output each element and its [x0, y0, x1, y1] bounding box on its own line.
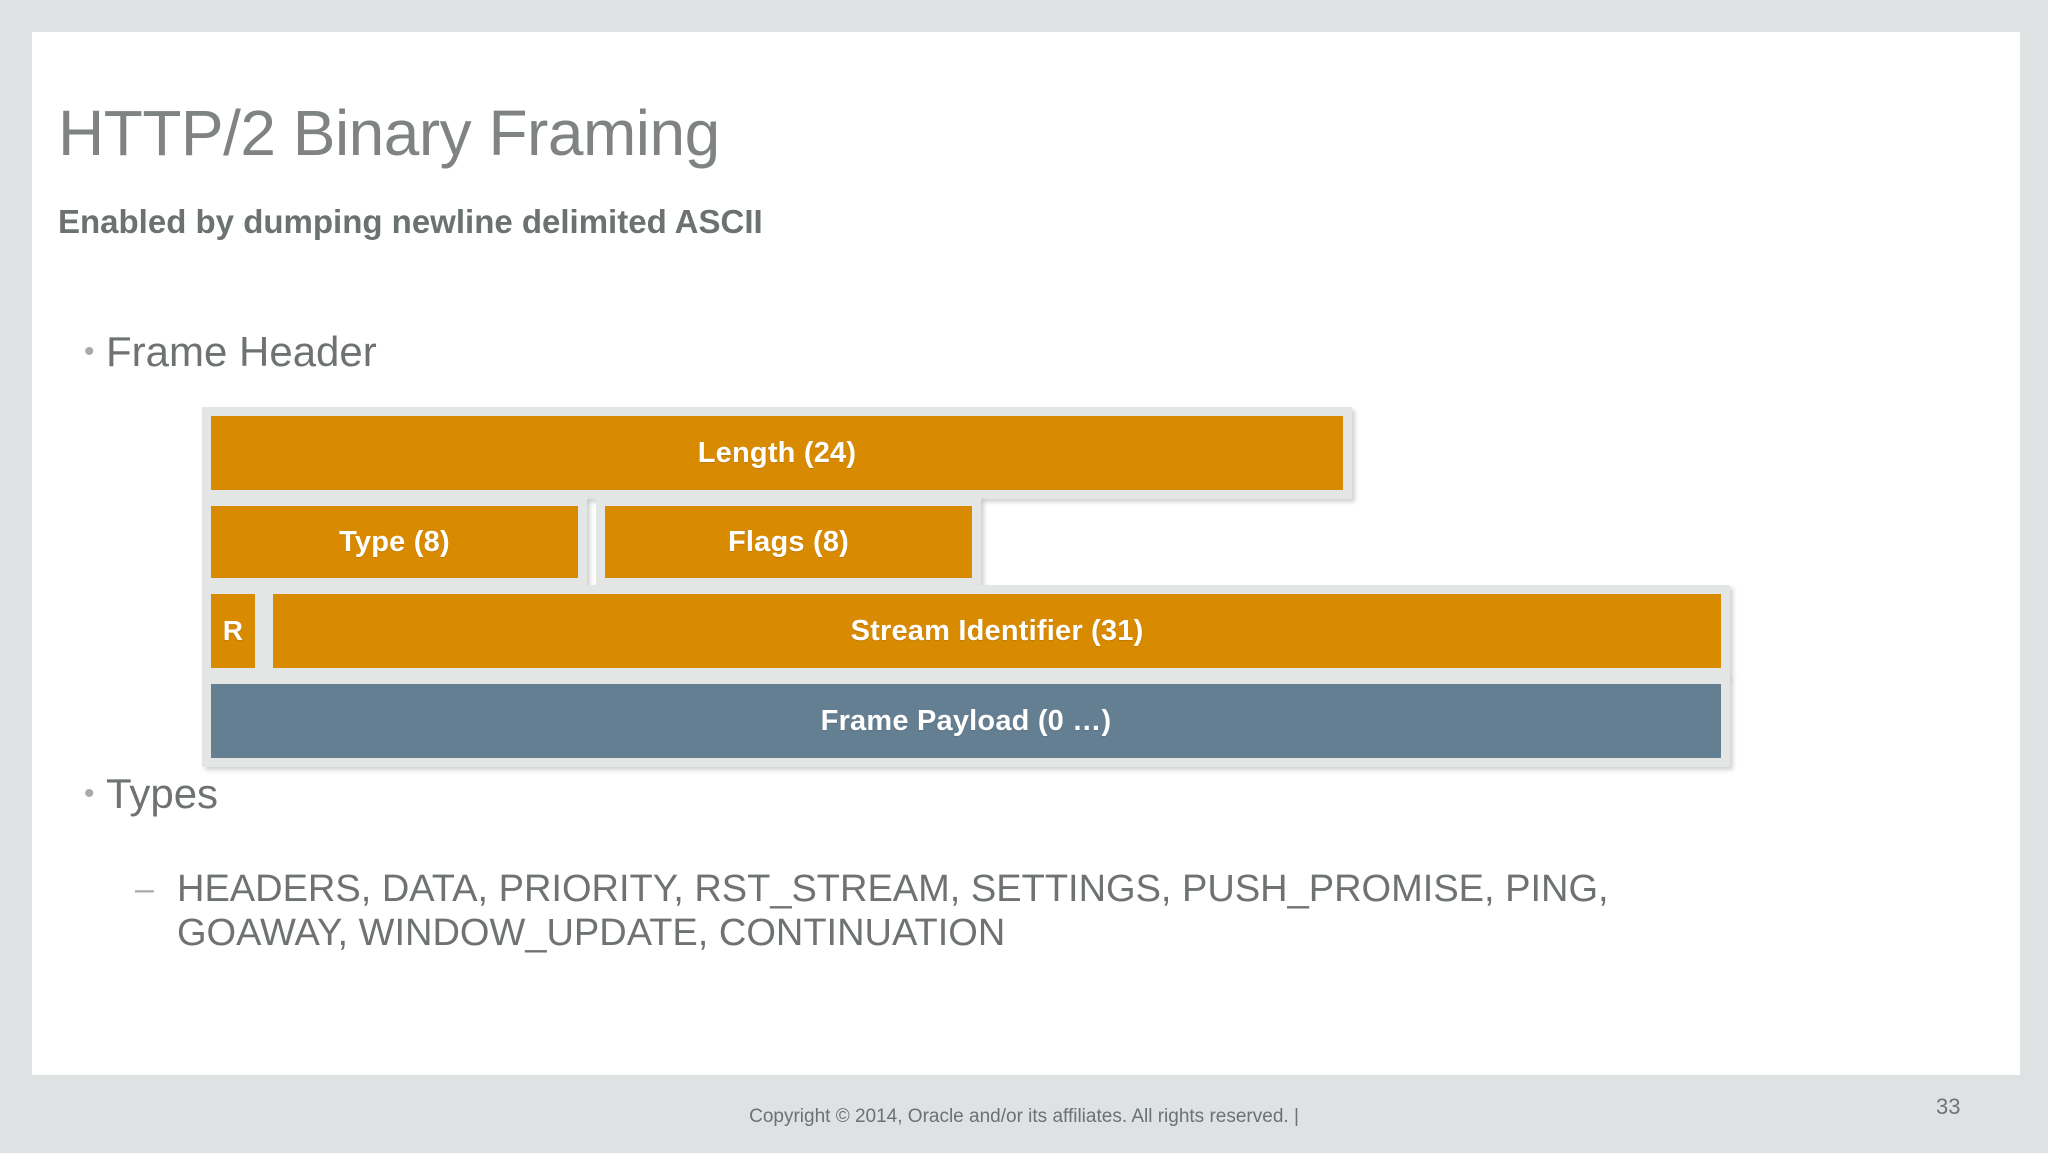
- bullet-frame-header: • Frame Header: [84, 325, 377, 376]
- frame-field-stream-identifier[interactable]: Stream Identifier (31): [264, 585, 1730, 677]
- dash-marker-icon: –: [135, 870, 154, 908]
- page-title: HTTP/2 Binary Framing: [58, 97, 720, 169]
- frame-field-payload-label: Frame Payload (0 …): [820, 704, 1112, 737]
- page-subtitle: Enabled by dumping newline delimited ASC…: [58, 203, 763, 240]
- frame-field-reserved[interactable]: R: [202, 585, 264, 677]
- bullet-marker-icon: •: [84, 776, 95, 810]
- frame-field-stream-identifier-label: Stream Identifier (31): [850, 614, 1144, 647]
- bullet-types-label: Types: [106, 769, 219, 817]
- footer-copyright: Copyright © 2014, Oracle and/or its affi…: [749, 1106, 1299, 1127]
- frame-field-type-label: Type (8): [339, 525, 450, 558]
- bullet-marker-icon: •: [84, 334, 95, 368]
- page-number: 33: [1936, 1094, 1961, 1119]
- bullet-types-list: – HEADERS, DATA, PRIORITY, RST_STREAM, S…: [135, 868, 1777, 955]
- frame-field-flags[interactable]: Flags (8): [596, 497, 981, 587]
- bullet-types-list-label: HEADERS, DATA, PRIORITY, RST_STREAM, SET…: [177, 868, 1609, 954]
- bullet-types: • Types: [84, 767, 218, 818]
- frame-field-payload[interactable]: Frame Payload (0 …): [202, 675, 1730, 767]
- frame-field-type[interactable]: Type (8): [202, 497, 587, 587]
- frame-field-length[interactable]: Length (24): [202, 407, 1352, 499]
- bullet-frame-header-label: Frame Header: [106, 327, 377, 375]
- frame-field-length-label: Length (24): [697, 436, 857, 469]
- frame-field-reserved-label: R: [222, 615, 244, 646]
- frame-field-flags-label: Flags (8): [727, 525, 850, 558]
